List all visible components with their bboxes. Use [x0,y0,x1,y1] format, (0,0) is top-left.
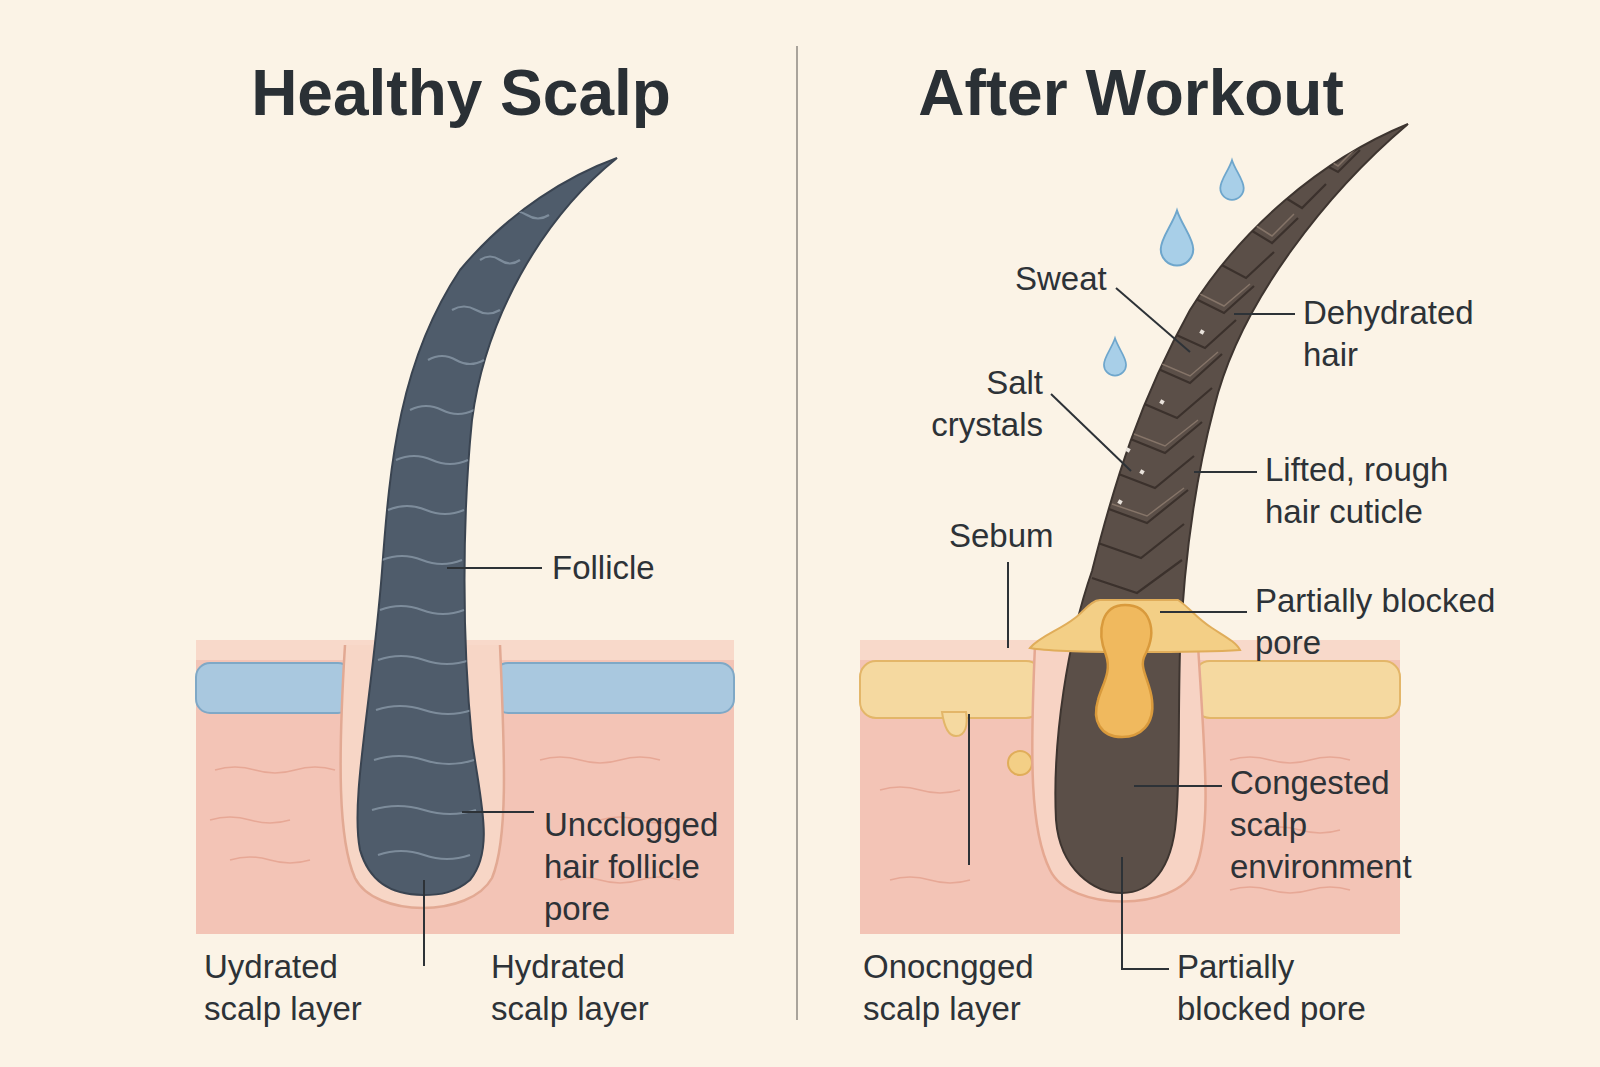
healthy-hair [357,158,617,895]
leader-line [462,811,534,813]
salt-crystals [1117,329,1204,504]
part-label: Sebum [949,515,1054,557]
leader-line [1234,313,1295,315]
salt-crystal [1139,469,1144,474]
part-label: Salt crystals [903,362,1043,446]
leader-line [1160,611,1247,613]
part-label: Uncclogged hair follicle pore [544,804,744,930]
leader-line [1134,785,1222,787]
sebum-layer [1194,661,1400,718]
part-label: Lifted, rough hair cuticle [1265,449,1480,533]
leader-line [447,567,542,569]
hydrated-layer [196,663,352,713]
leader-line [1122,857,1169,969]
part-label: Sweat [1015,258,1107,300]
salt-crystal [1125,447,1130,452]
leader-line [1194,471,1257,473]
part-label: Dehydrated hair [1303,292,1508,376]
panel-divider [796,46,798,1020]
part-label: Partially blocked pore [1255,580,1545,664]
part-label: Uydrated scalp layer [204,946,404,1030]
part-label: Follicle [552,547,655,589]
part-label: Congested scalp environment [1230,762,1445,888]
sebum-layer [860,661,1042,718]
leader-line [1116,288,1190,352]
sweat-drop [1104,338,1126,375]
sweat-drop [1220,160,1243,200]
sebum-drip [942,712,967,736]
sebum-plug [1096,605,1152,737]
salt-crystal [1159,399,1164,404]
salt-crystal [1199,329,1204,334]
hair-cuticle-waves [372,212,549,860]
leader-line [1007,562,1009,648]
leader-line [968,714,970,865]
part-label: Onocngged scalp layer [863,946,1063,1030]
leader-line [423,880,425,966]
sweat-drop [1161,211,1194,266]
hydrated-layer [494,663,734,713]
part-label: Partially blocked pore [1177,946,1392,1030]
panel-title: Healthy Scalp [251,56,671,130]
sebum-droplet [1008,751,1032,775]
part-label: Hydrated scalp layer [491,946,691,1030]
panel-title: After Workout [918,56,1343,130]
salt-crystal [1117,499,1122,504]
leader-line [1051,394,1131,471]
